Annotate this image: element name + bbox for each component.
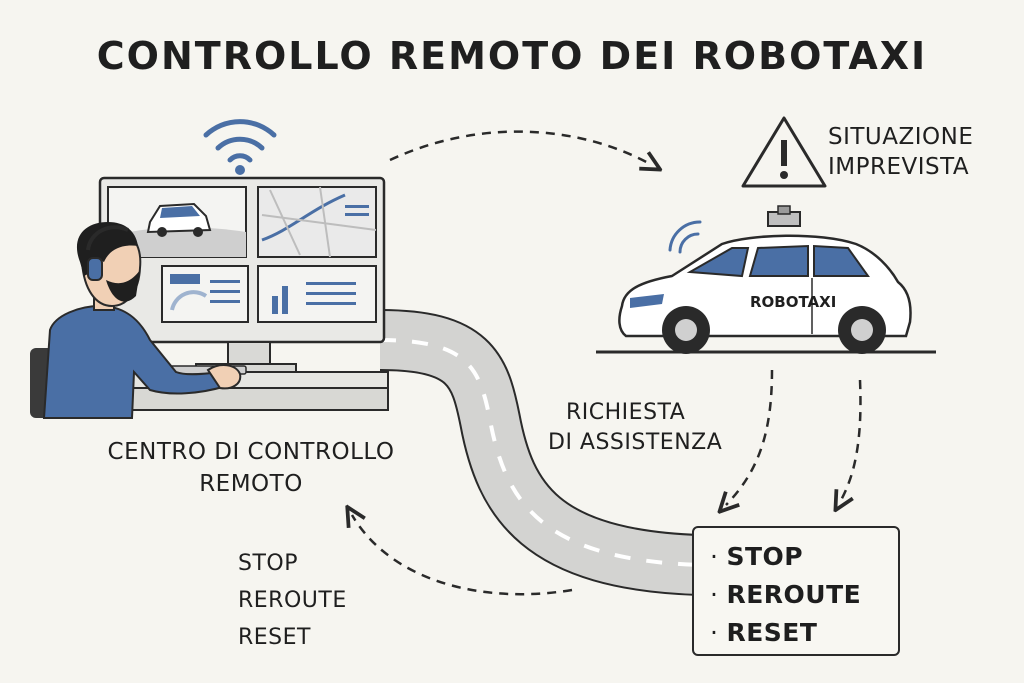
command-item-reset: ·RESET: [710, 614, 898, 652]
bullet-icon: ·: [710, 542, 719, 571]
road: [379, 309, 702, 596]
robotaxi-car: ROBOTAXI: [596, 205, 936, 354]
alert-line-2: IMPREVISTA: [828, 154, 970, 180]
command-item-label: REROUTE: [726, 580, 862, 609]
arrow-to-control-center: [352, 515, 573, 596]
command-plain-reroute: REROUTE: [238, 588, 347, 613]
screen-dashboard: [161, 265, 249, 323]
bullet-icon: ·: [710, 618, 719, 647]
screen-map: [257, 186, 377, 258]
command-item-label: RESET: [726, 618, 818, 647]
control-center-label: CENTRO DI CONTROLLO REMOTO: [86, 436, 416, 500]
wifi-icon: [203, 119, 277, 175]
command-box: ·STOP ·REROUTE ·RESET: [692, 526, 900, 656]
request-line-2: DI ASSISTENZA: [548, 430, 723, 455]
command-plain-stop: STOP: [238, 551, 298, 576]
screen-chart: [257, 265, 377, 323]
bullet-icon: ·: [710, 580, 719, 609]
warning-triangle-icon: [741, 116, 827, 188]
control-center-line-1: CENTRO DI CONTROLLO: [107, 439, 395, 465]
request-label: RICHIESTA DI ASSISTENZA: [548, 398, 722, 458]
diagram-title: CONTROLLO REMOTO DEI ROBOTAXI: [96, 34, 928, 78]
command-plain-reset: RESET: [238, 625, 311, 650]
arrow-robotaxi-to-box-right: [840, 379, 862, 502]
command-item-label: STOP: [726, 542, 804, 571]
command-item-reroute: ·REROUTE: [710, 576, 898, 614]
screen-car-feed: [107, 186, 247, 258]
car-signal-icon: [668, 220, 702, 254]
arrow-robotaxi-to-box-left: [726, 369, 774, 505]
arrow-to-robotaxi: [389, 130, 652, 165]
alert-label: SITUAZIONE IMPREVISTA: [828, 122, 973, 182]
command-list-plain: STOP REROUTE RESET: [238, 545, 347, 656]
robotaxi-label: ROBOTAXI: [750, 293, 836, 311]
monitor: [98, 176, 386, 375]
command-item-stop: ·STOP: [710, 538, 898, 576]
alert-line-1: SITUAZIONE: [828, 124, 974, 150]
control-center-line-2: REMOTO: [199, 471, 303, 497]
request-line-1: RICHIESTA: [566, 400, 686, 425]
operator: [30, 222, 242, 419]
